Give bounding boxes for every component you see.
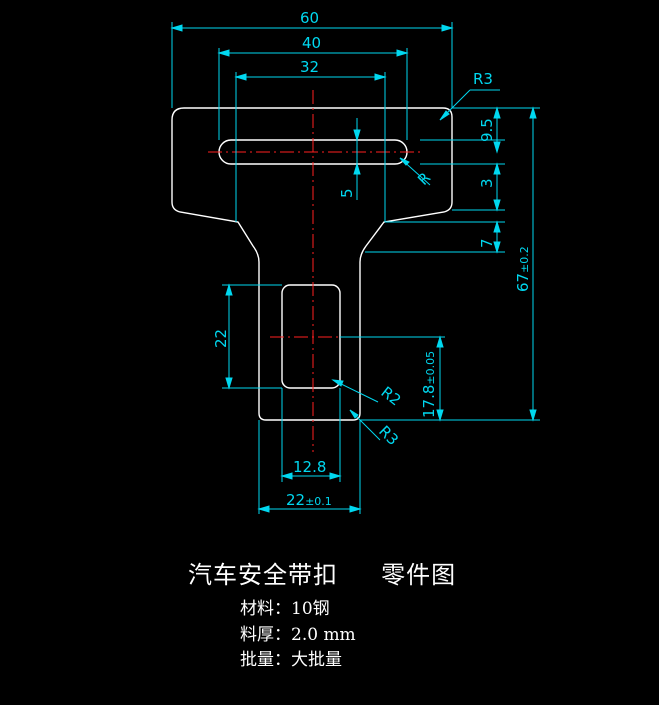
- dim-17-8-tol: ±0.05: [424, 351, 437, 385]
- dim-17-8-base: 17.8: [420, 385, 438, 418]
- dim-r3-top: R3: [473, 70, 493, 88]
- spec-batch: 批量：大批量: [240, 645, 342, 670]
- dim-32: 32: [300, 58, 319, 76]
- dim-22-bottom-tol: ±0.1: [305, 495, 332, 508]
- dimension-texts: 60 40 32 R3 9.5 R 5 3 7 67±0.2 22 17.8±0…: [212, 9, 532, 509]
- spec-batch-label: 批量：: [240, 650, 291, 670]
- spec-material-value: 10钢: [291, 599, 330, 619]
- dim-5: 5: [338, 188, 356, 198]
- dim-67: 67±0.2: [514, 246, 532, 292]
- dim-22-bottom-base: 22: [286, 491, 305, 509]
- dim-12-8: 12.8: [293, 458, 326, 476]
- spec-thickness-label: 料厚：: [240, 625, 291, 645]
- dim-r2: R2: [378, 383, 405, 409]
- dim-22-left: 22: [212, 329, 230, 348]
- dim-22-bottom: 22±0.1: [286, 491, 332, 509]
- spec-thickness: 料厚：2.0 mm: [240, 620, 356, 645]
- drawing-title: 汽车安全带扣 零件图: [188, 561, 457, 589]
- dimension-lines: [170, 22, 540, 514]
- part-outline: [171, 107, 453, 421]
- spec-material-label: 材料：: [240, 599, 291, 619]
- dim-40: 40: [302, 34, 321, 52]
- dim-r3-bottom: R3: [375, 422, 402, 449]
- dim-9-5: 9.5: [478, 118, 496, 142]
- dim-60: 60: [300, 9, 319, 27]
- spec-thickness-value: 2.0 mm: [291, 625, 356, 645]
- dim-67-base: 67: [514, 273, 532, 292]
- dim-3: 3: [478, 178, 496, 188]
- spec-material: 材料：10钢: [240, 594, 330, 619]
- dim-67-tol: ±0.2: [518, 246, 531, 273]
- spec-batch-value: 大批量: [291, 650, 342, 670]
- dim-17-8: 17.8±0.05: [420, 351, 438, 418]
- dim-7: 7: [478, 238, 496, 248]
- dim-r-slot: R: [414, 169, 434, 189]
